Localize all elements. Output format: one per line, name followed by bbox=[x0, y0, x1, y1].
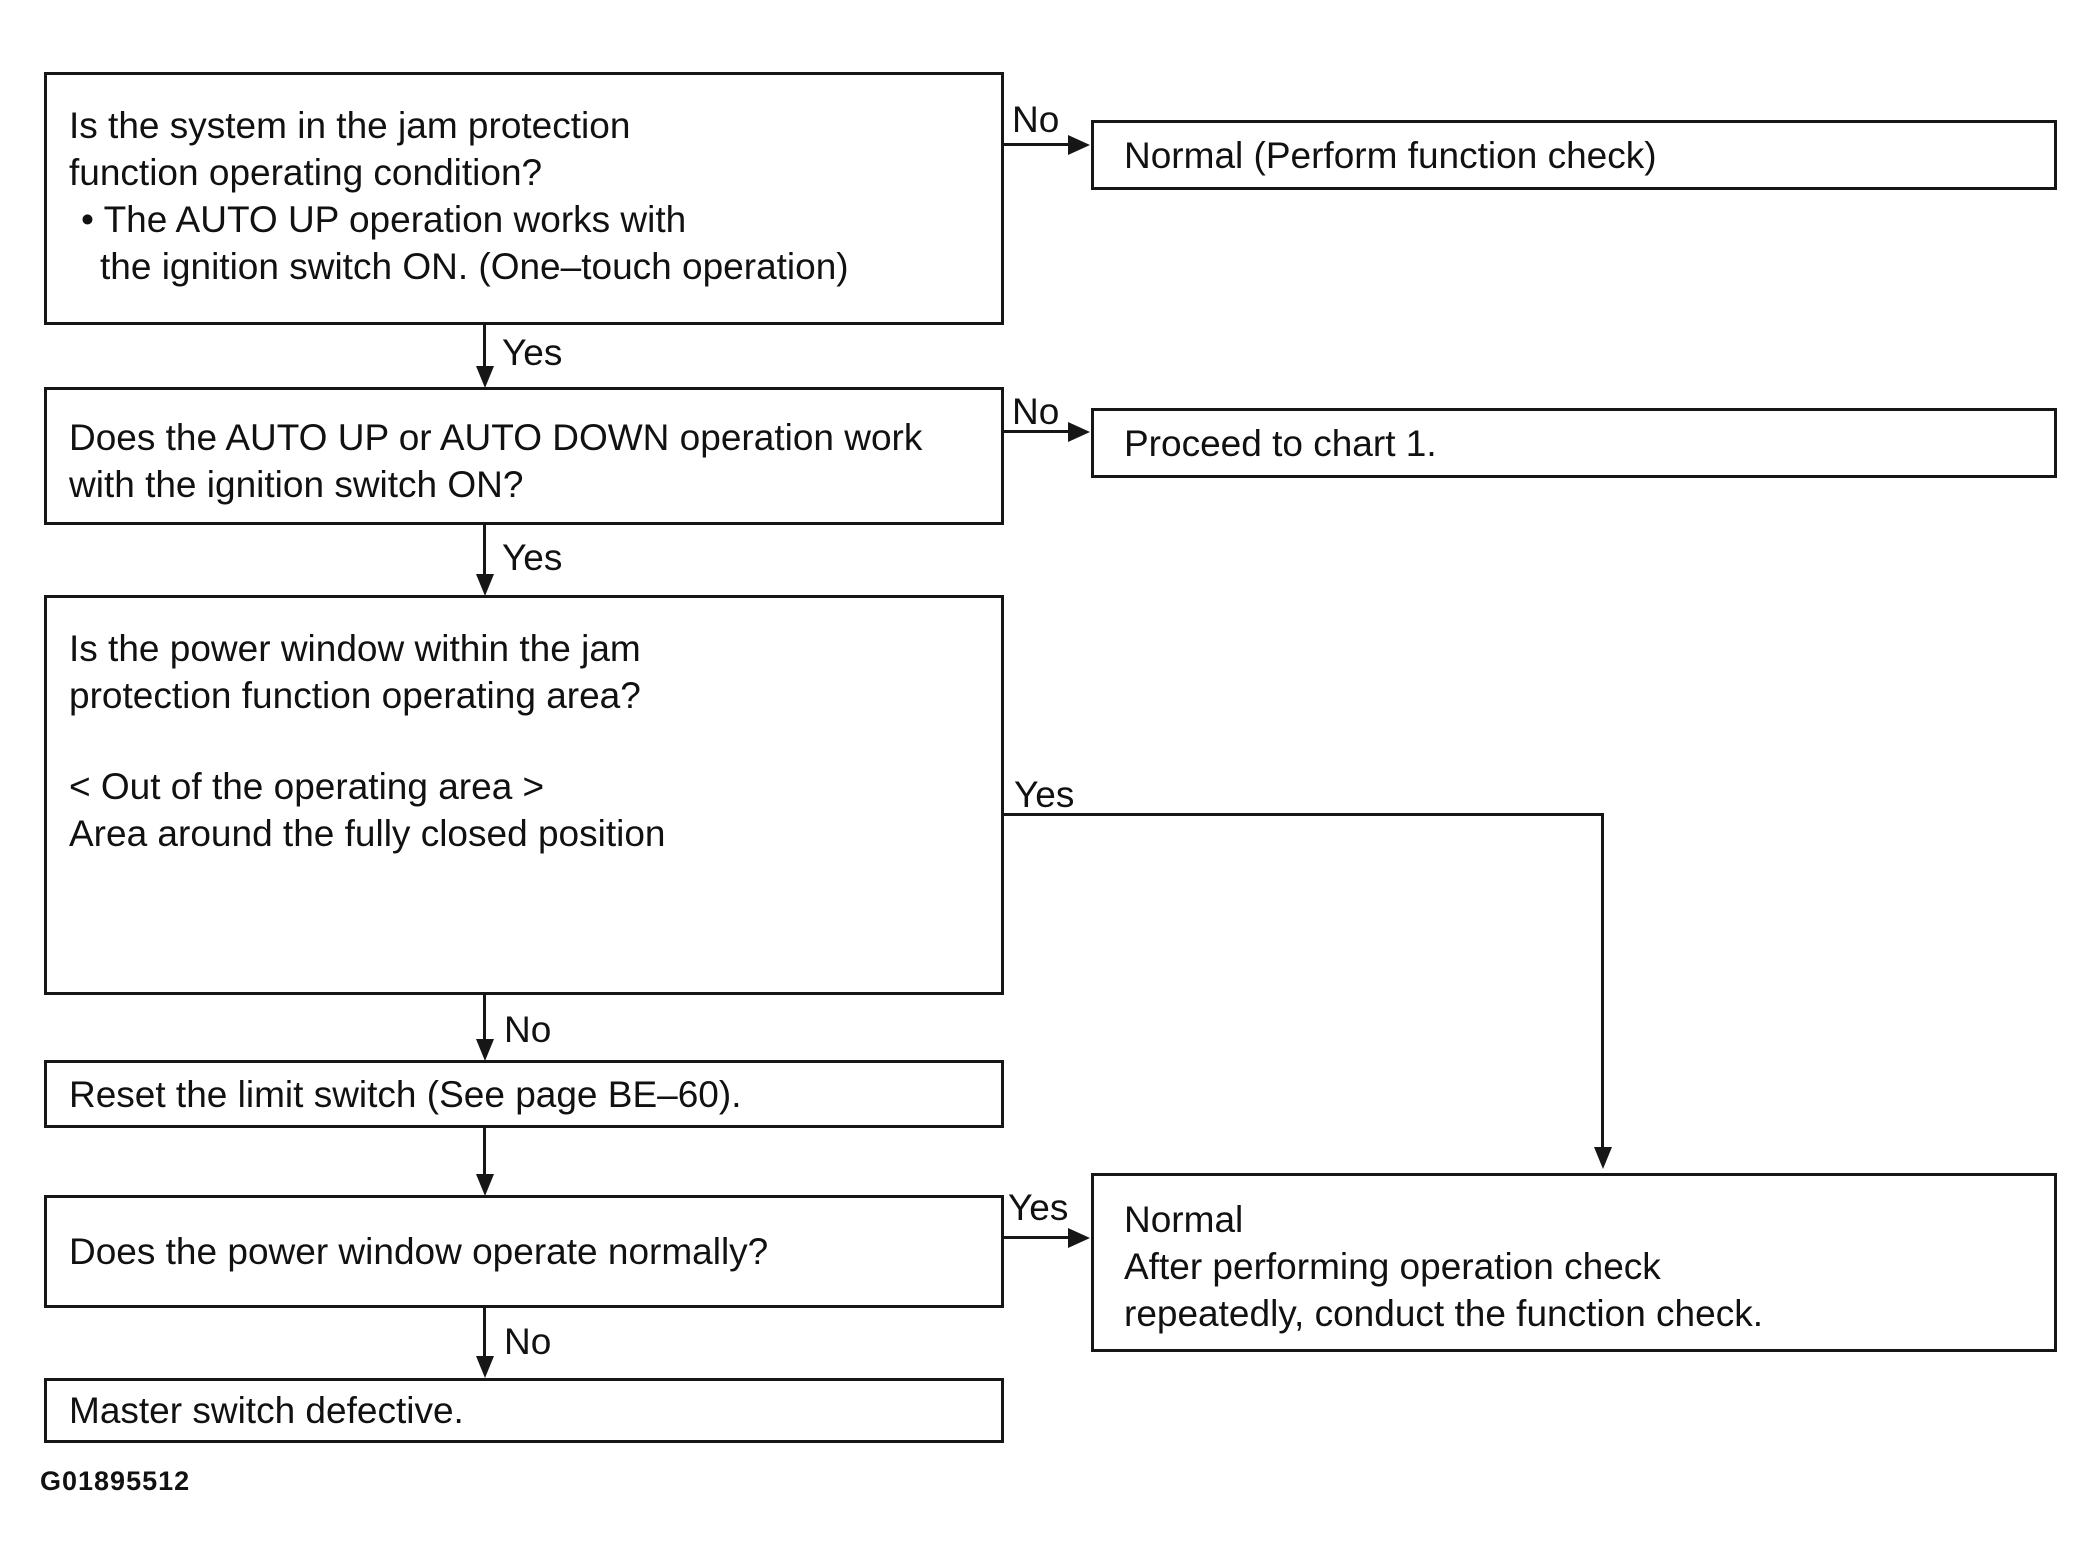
branch-label-no: No bbox=[1012, 391, 1060, 432]
box-text-line-bullet: • The AUTO UP operation works with bbox=[81, 199, 687, 240]
box-text-line: protection function operating area? bbox=[69, 675, 641, 716]
connector-no4-line bbox=[483, 1308, 486, 1360]
arrowhead-right-icon bbox=[1068, 1228, 1090, 1248]
branch-label-yes: Yes bbox=[502, 537, 563, 578]
box-text-line: Does the power window operate normally? bbox=[69, 1231, 769, 1272]
box-text-line: function operating condition? bbox=[69, 152, 543, 193]
branch-label-yes: Yes bbox=[1014, 774, 1075, 815]
figure-code: G01895512 bbox=[40, 1466, 191, 1496]
box-text-line: the ignition switch ON. (One–touch opera… bbox=[100, 246, 849, 287]
flowchart-box-normal-after-check: Normal After performing operation check … bbox=[1091, 1173, 2057, 1352]
box-text-line: Area around the fully closed position bbox=[69, 813, 666, 854]
box-text-line: Reset the limit switch (See page BE–60). bbox=[69, 1073, 742, 1115]
arrowhead-down-icon bbox=[1594, 1147, 1612, 1169]
connector-yes3-vertical-line bbox=[1601, 813, 1604, 1149]
branch-label-yes: Yes bbox=[502, 332, 563, 373]
arrowhead-down-icon bbox=[476, 1174, 494, 1196]
box-text-line: repeatedly, conduct the function check. bbox=[1124, 1293, 1763, 1334]
box-text-line: Proceed to chart 1. bbox=[1124, 422, 1437, 464]
connector-no2-line bbox=[1004, 430, 1072, 433]
connector-no3-line bbox=[483, 995, 486, 1043]
branch-label-no: No bbox=[504, 1321, 552, 1362]
flowchart-box-reset-limit-switch: Reset the limit switch (See page BE–60). bbox=[44, 1060, 1004, 1128]
flowchart-box-operate-normally-question: Does the power window operate normally? bbox=[44, 1195, 1004, 1308]
connector-yes4-line bbox=[1004, 1236, 1072, 1239]
branch-label-no: No bbox=[504, 1009, 552, 1050]
box-text-line: After performing operation check bbox=[1124, 1246, 1661, 1287]
connector-plain-line bbox=[483, 1128, 486, 1176]
box-text-line: < Out of the operating area > bbox=[69, 766, 545, 807]
flowchart-box-jam-condition-question: Is the system in the jam protection func… bbox=[44, 72, 1004, 325]
arrowhead-right-icon bbox=[1068, 422, 1090, 442]
flowchart-box-operating-area-question: Is the power window within the jam prote… bbox=[44, 595, 1004, 995]
arrowhead-down-icon bbox=[476, 1356, 494, 1378]
branch-label-yes: Yes bbox=[1008, 1187, 1069, 1228]
flowchart-box-auto-updown-question: Does the AUTO UP or AUTO DOWN operation … bbox=[44, 387, 1004, 525]
arrowhead-right-icon bbox=[1068, 135, 1090, 155]
box-text-line: Normal bbox=[1124, 1199, 1244, 1240]
box-text-line: with the ignition switch ON? bbox=[69, 464, 524, 505]
flowchart-box-proceed-chart1: Proceed to chart 1. bbox=[1091, 408, 2057, 478]
box-text-line: Is the system in the jam protection bbox=[69, 105, 631, 146]
flowchart-box-normal-function-check: Normal (Perform function check) bbox=[1091, 120, 2057, 190]
box-text-line: Is the power window within the jam bbox=[69, 628, 641, 669]
arrowhead-down-icon bbox=[476, 574, 494, 596]
arrowhead-down-icon bbox=[476, 1039, 494, 1061]
connector-no1-line bbox=[1004, 143, 1072, 146]
branch-label-no: No bbox=[1012, 99, 1060, 140]
box-text-line: Normal (Perform function check) bbox=[1124, 134, 1657, 176]
box-text-line: Master switch defective. bbox=[69, 1390, 464, 1431]
flowchart-box-master-switch-defective: Master switch defective. bbox=[44, 1378, 1004, 1443]
connector-yes1-line bbox=[483, 322, 486, 370]
arrowhead-down-icon bbox=[476, 366, 494, 388]
connector-yes2-line bbox=[483, 525, 486, 577]
box-text-line: Does the AUTO UP or AUTO DOWN operation … bbox=[69, 417, 923, 458]
connector-yes3-horizontal-line bbox=[1004, 813, 1604, 816]
